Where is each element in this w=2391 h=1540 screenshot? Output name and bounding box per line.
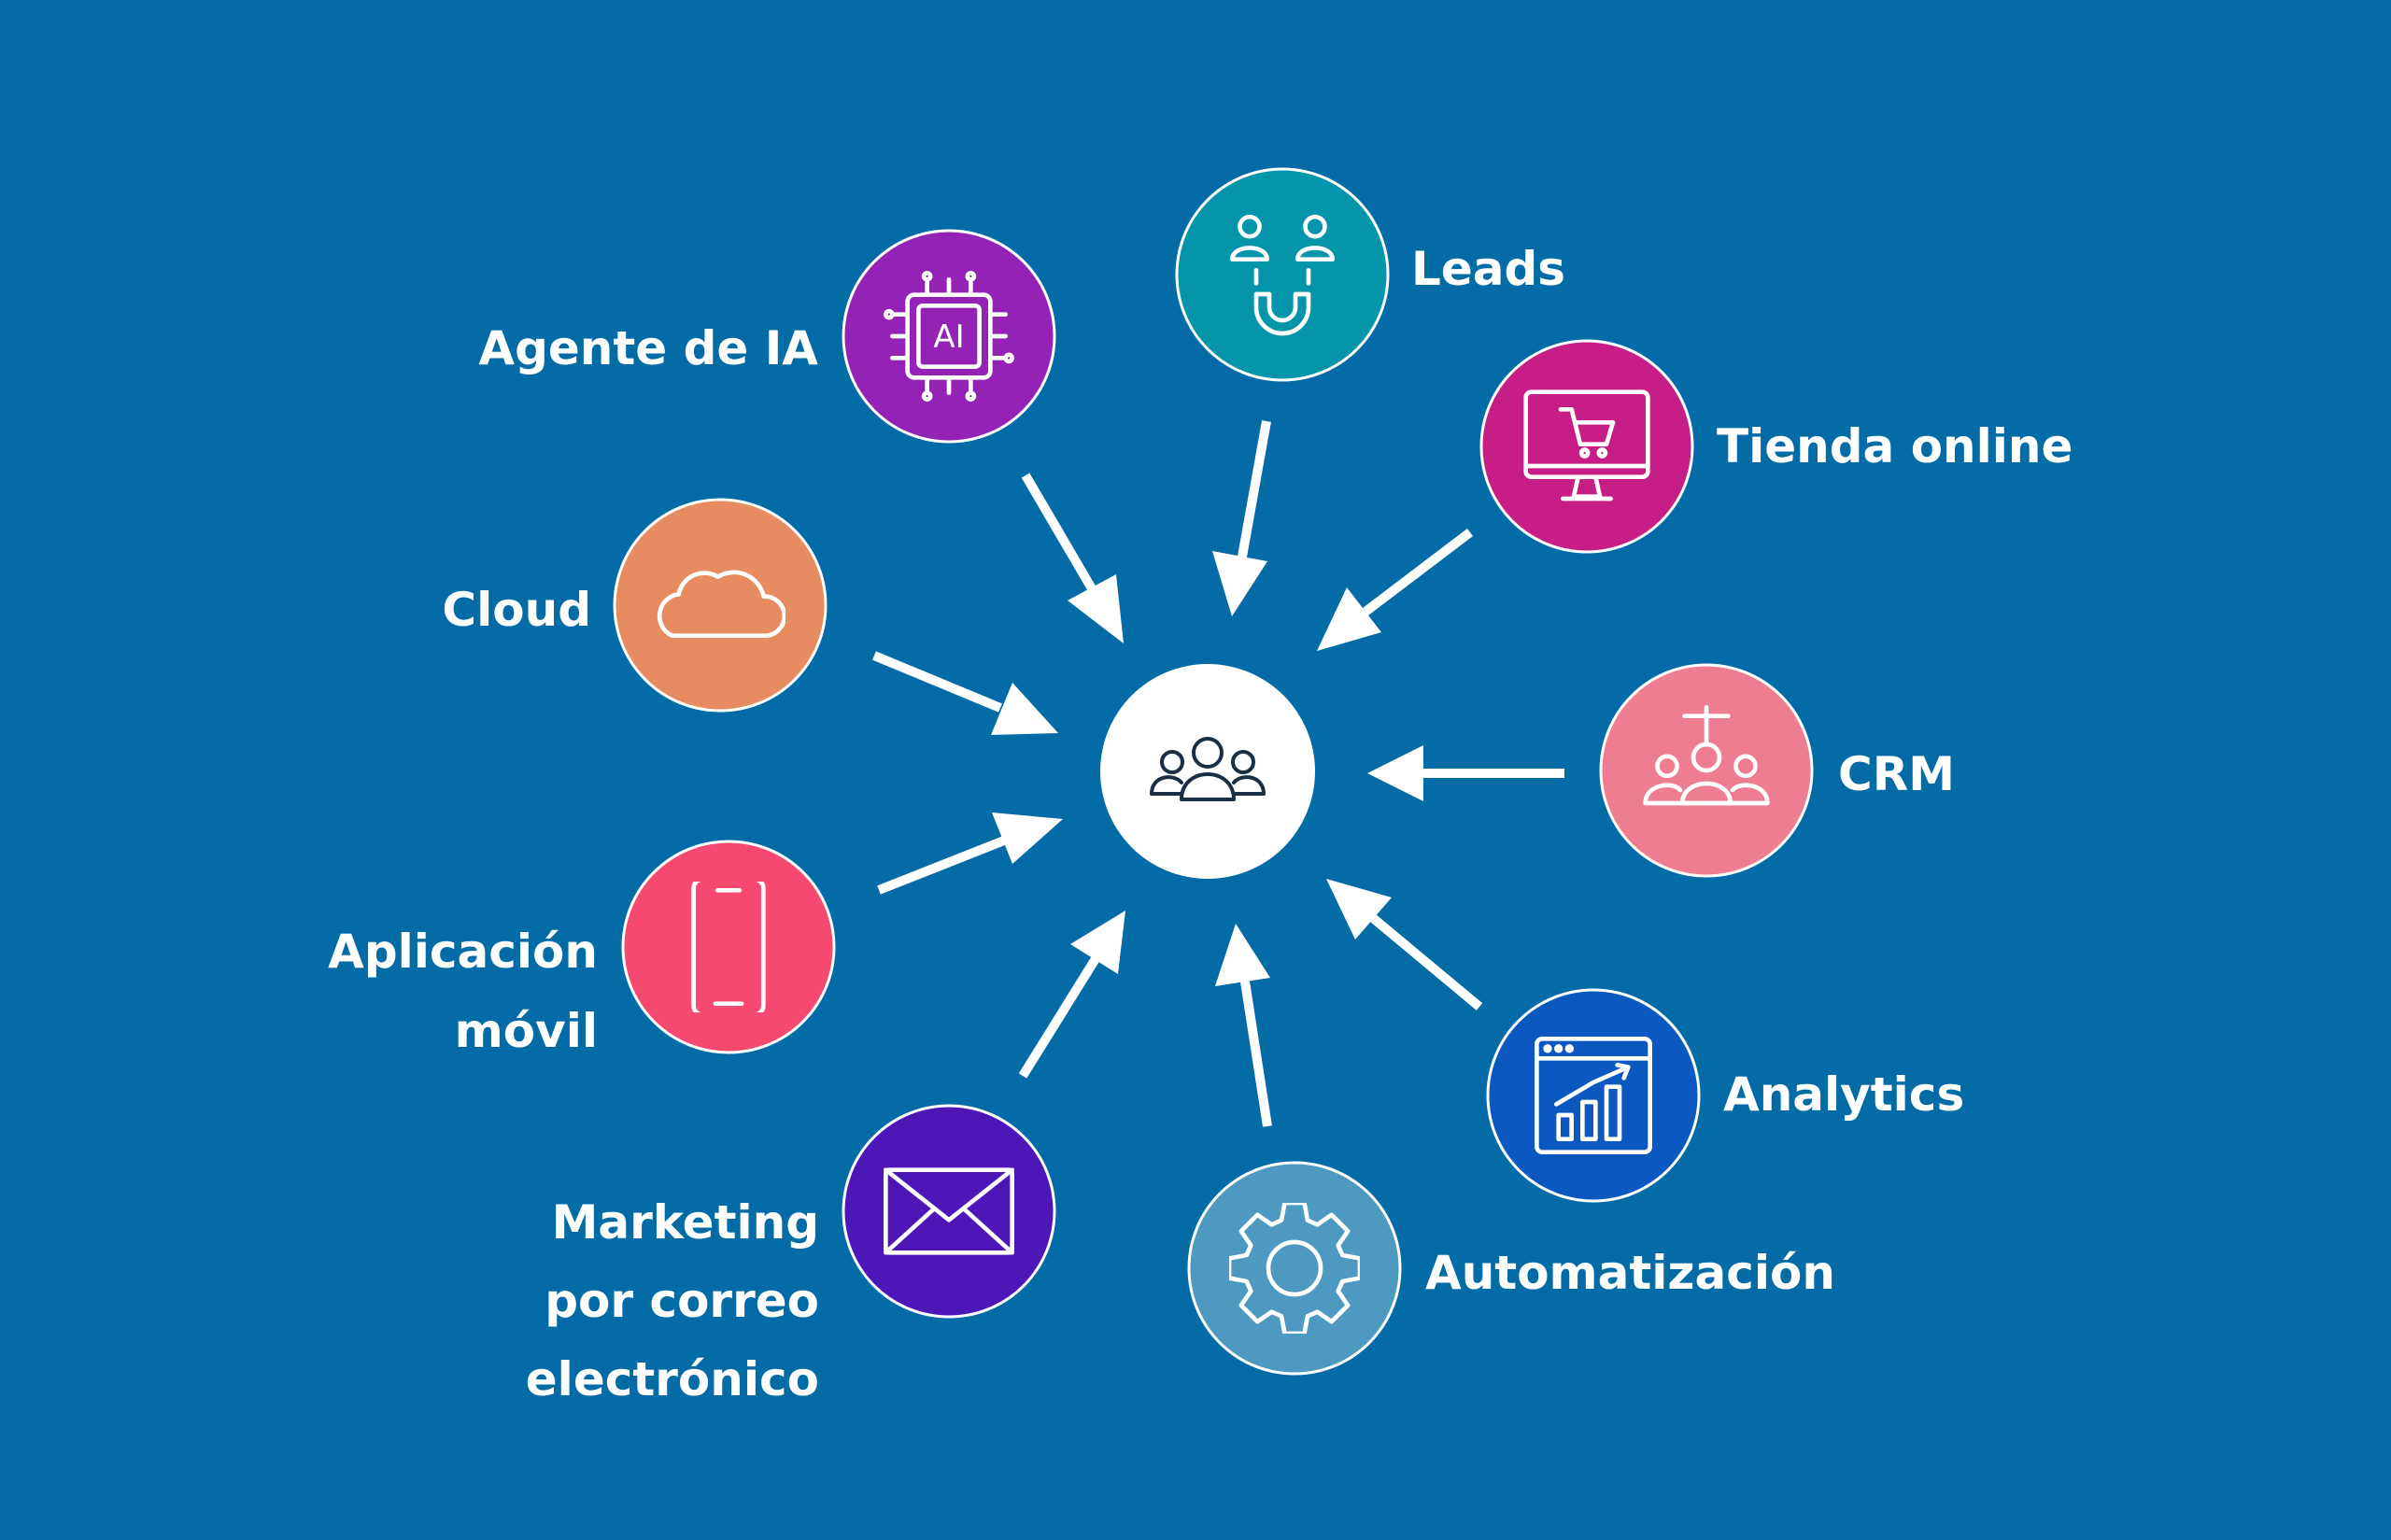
node-leads: Leads [1175,167,1565,382]
node-label-aplicacion-movil: Aplicación [328,925,598,979]
node-analytics: Analytics [1486,988,1964,1203]
node-circle-marketing [842,1104,1056,1319]
center-circle [1100,664,1315,879]
node-label-cloud: Cloud [442,583,591,637]
node-label-analytics: Analytics [1723,1067,1964,1122]
node-label-marketing: Marketing [552,1195,819,1250]
node-agente-ia: AI Agente de IA [478,229,1056,444]
node-label-aplicacion-movil: móvil [455,1004,598,1058]
arrows-layer [872,420,1564,1127]
arrow-tienda-online [1317,529,1474,651]
node-label-automatizacion: Automatización [1425,1246,1835,1300]
node-label-leads: Leads [1411,242,1565,296]
node-circle-leads [1175,167,1390,382]
node-circle-analytics [1486,988,1701,1203]
arrow-marketing [1018,911,1125,1079]
node-circle-aplicacion-movil [621,840,836,1054]
node-cloud: Cloud [442,498,828,713]
arrow-cloud [872,651,1058,735]
node-automatizacion: Automatización [1187,1161,1835,1376]
arrow-crm [1367,745,1564,801]
node-label-marketing: electrónico [526,1352,819,1406]
node-label-tienda-online: Tienda online [1717,419,2073,473]
node-label-marketing: por correo [545,1274,819,1328]
node-label-agente-ia: Agente de IA [478,321,818,375]
node-marketing: Marketing por correo electrónico [526,1104,1056,1406]
node-circle-automatizacion [1187,1161,1402,1376]
node-circle-agente-ia [842,229,1056,444]
node-label-crm: CRM [1838,747,1955,801]
arrow-agente-ia [1021,473,1124,643]
arrow-analytics [1326,879,1483,1010]
arrow-aplicacion-movil [877,812,1063,895]
arrow-leads [1212,420,1271,616]
ai-chip-letters: AI [933,318,964,356]
node-aplicacion-movil: Aplicación móvil [328,840,836,1058]
node-circle-tienda-online [1479,339,1694,554]
node-crm: CRM [1599,663,1955,878]
center-node [1100,664,1315,879]
arrow-automatizacion [1215,924,1272,1127]
node-circle-cloud [613,498,828,713]
node-tienda-online: Tienda online [1479,339,2073,554]
